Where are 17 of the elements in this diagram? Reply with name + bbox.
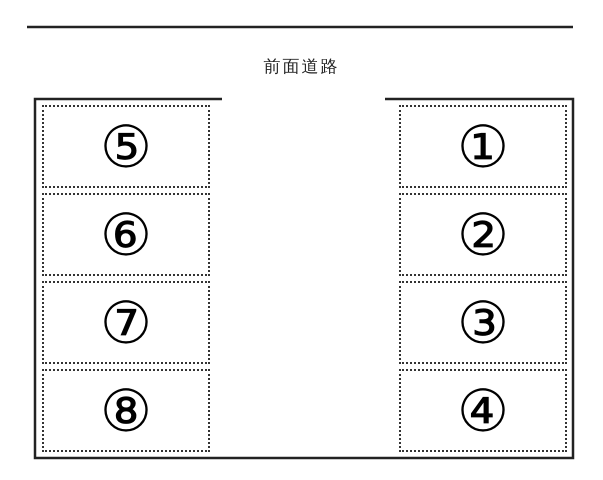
- space-number: ⑧: [100, 382, 152, 440]
- space-number: ⑥: [100, 206, 152, 264]
- parking-space: [399, 105, 567, 188]
- space-number: ⑤: [100, 118, 152, 176]
- parking-space: [399, 193, 567, 276]
- parking-space: [42, 105, 210, 188]
- parking-space: [42, 369, 210, 452]
- parking-space: [42, 281, 210, 364]
- space-number: ③: [457, 294, 509, 352]
- road-label: 前面道路: [262, 56, 340, 78]
- space-number: ①: [457, 118, 509, 176]
- parking-space: [399, 281, 567, 364]
- space-number: ②: [457, 206, 509, 264]
- parking-space: [399, 369, 567, 452]
- parking-space: [42, 193, 210, 276]
- space-number: ④: [457, 382, 509, 440]
- space-number: ⑦: [100, 294, 152, 352]
